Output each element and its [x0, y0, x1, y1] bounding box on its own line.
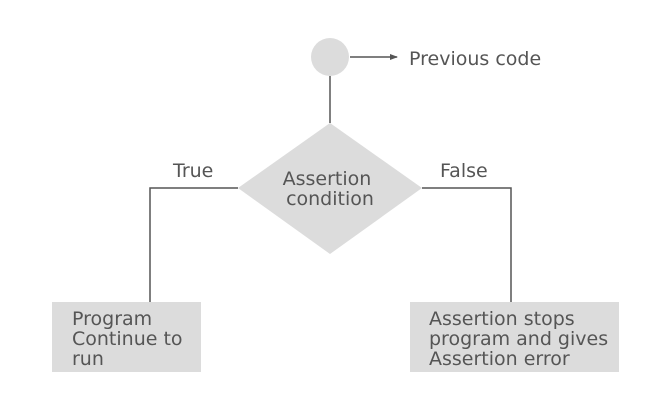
true-branch-label: True	[172, 160, 213, 182]
decision-diamond	[238, 123, 422, 254]
true-outcome-box	[52, 302, 201, 372]
false-branch-connector	[422, 187, 512, 303]
true-outcome-text: Program Continue to run	[72, 308, 189, 370]
false-outcome-box	[410, 302, 619, 372]
false-branch-label: False	[440, 160, 488, 182]
start-note-label: Previous code	[409, 48, 541, 70]
decision-text: Assertion condition	[283, 168, 378, 210]
true-branch-connector	[149, 187, 238, 303]
false-outcome-text: Assertion stops program and gives Assert…	[429, 308, 614, 370]
start-node	[311, 38, 349, 76]
